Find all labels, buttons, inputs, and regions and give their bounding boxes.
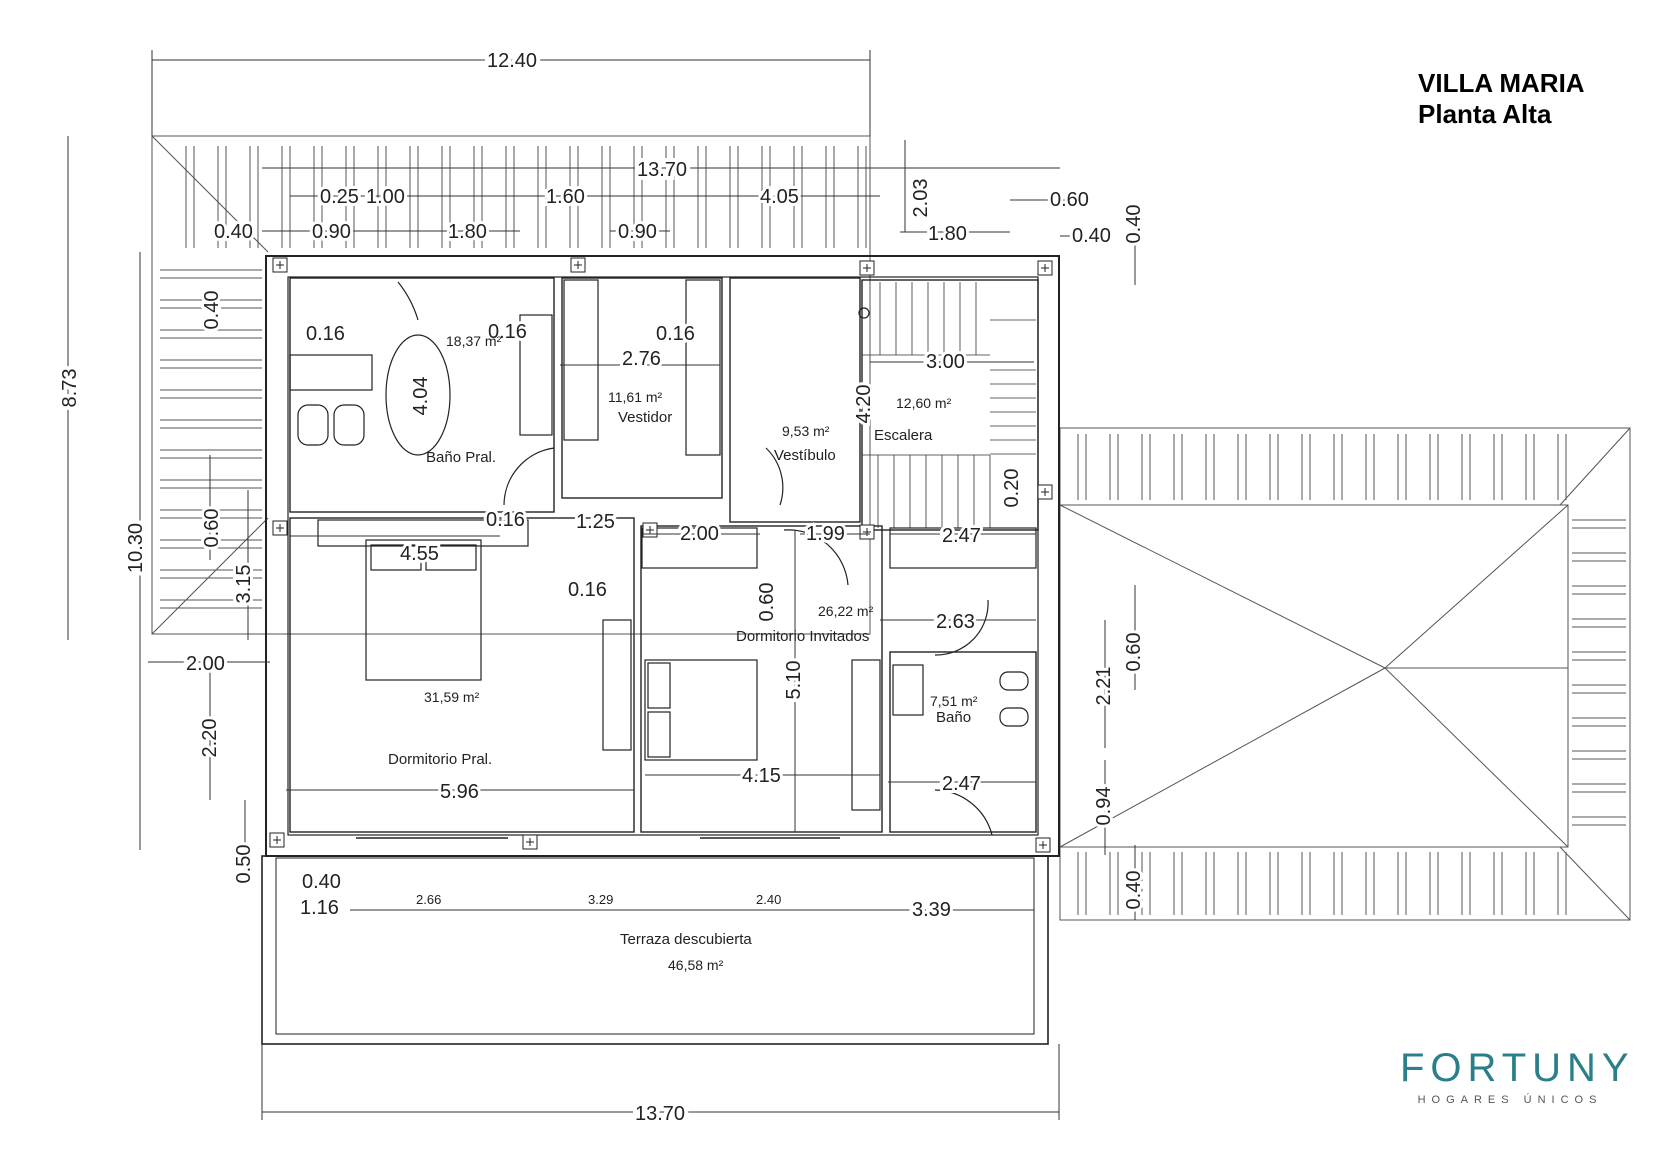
dim-315: 3.15 [233,565,255,604]
dim-415: 4.15 [742,765,781,787]
room-area-vestidor: 11,61 m² [608,389,663,405]
dim-596: 5.96 [440,781,479,803]
dim-016a: 0.16 [306,323,345,345]
dim-221: 2.21 [1093,667,1115,706]
dim-060-left: 0.60 [201,509,223,548]
terrace [261,837,1049,1045]
dim-016b: 0.16 [488,321,527,343]
dim-100: 1.00 [366,186,405,208]
dim-090b: 0.90 [618,221,657,243]
brand-tagline: HOGARES ÚNICOS [1417,1094,1603,1106]
fixtures [289,279,1037,836]
dim-263: 2.63 [936,611,975,633]
dim-329: 3.29 [588,892,613,907]
dim-339: 3.39 [912,899,951,921]
roof-right [1059,427,1631,921]
dim-420: 4.20 [853,385,875,424]
dim-203: 2.03 [910,179,932,218]
dim-060-right: 0.60 [1123,633,1145,672]
dim-016d: 0.16 [486,509,525,531]
dim-040-top: 0.40 [214,221,253,243]
dim-240: 2.40 [756,892,781,907]
dim-200-left: 2.00 [186,653,225,675]
room-area-terraza: 46,58 m² [668,957,724,973]
room-name-terraza: Terraza descubierta [620,931,752,948]
title-block: VILLA MARIA Planta Alta [1418,68,1585,130]
dim-300: 3.00 [926,351,965,373]
plan-level: Planta Alta [1418,99,1552,129]
dim-bottom-overall: 13.70 [635,1103,685,1125]
room-name-vestidor: Vestidor [618,409,672,426]
room-name-vestibulo: Vestíbulo [774,447,836,464]
room-area-bano: 7,51 m² [930,693,978,709]
dim-040-left: 0.40 [201,291,223,330]
brand-logo: FORTUNY HOGARES ÚNICOS [1400,1046,1635,1106]
room-name-bano-pral: Baño Pral. [426,449,496,466]
dim-160: 1.60 [546,186,585,208]
exterior-walls [265,255,1060,857]
dim-180b: 1.80 [928,223,967,245]
dim-016e: 0.16 [568,579,607,601]
brand-name: FORTUNY [1400,1046,1635,1090]
dim-404: 4.04 [410,377,432,416]
dim-040-bottom: 0.40 [302,871,341,893]
dim-060-mid: 0.60 [756,583,778,622]
room-area-bano-pral: 18,37 m² [446,333,502,349]
dim-020: 0.20 [1001,469,1023,508]
dim-090a: 0.90 [312,221,351,243]
dim-040-br: 0.40 [1123,871,1145,910]
dim-016c: 0.16 [656,323,695,345]
room-labels: 18,37 m² Baño Pral. 11,61 m² Vestidor 9,… [388,333,978,973]
dim-116: 1.16 [300,897,339,919]
dim-roof-width: 13.70 [637,159,687,181]
dimension-lines [67,50,1136,1120]
dim-050: 0.50 [233,845,255,884]
dim-510: 5.10 [783,661,805,700]
dim-040-right: 0.40 [1072,225,1111,247]
room-name-bano: Baño [936,709,971,726]
room-name-dormitorio-invitados: Dormitorio Invitados [736,628,869,645]
room-area-dormitorio-pral: 31,59 m² [424,689,480,705]
room-area-dormitorio-invitados: 26,22 m² [818,603,874,619]
dim-276: 2.76 [622,348,661,370]
dim-200a: 2.00 [680,523,719,545]
dim-094: 0.94 [1093,787,1115,826]
dim-040-vert-right: 0.40 [1123,205,1145,244]
dim-left-height-roof: 8.73 [59,369,81,408]
room-name-escalera: Escalera [874,427,933,444]
dim-125: 1.25 [576,511,615,533]
dim-left-height-total: 10.30 [125,523,147,573]
interior-walls [289,277,1039,833]
stairs [862,282,1036,528]
dim-405: 4.05 [760,186,799,208]
dim-060-top: 0.60 [1050,189,1089,211]
room-area-vestibulo: 9,53 m² [782,423,830,439]
dim-220: 2.20 [199,719,221,758]
roof-left [151,135,871,635]
room-name-dormitorio-pral: Dormitorio Pral. [388,751,492,768]
room-area-escalera: 12,60 m² [896,395,952,411]
dim-025: 0.25 [320,186,359,208]
dim-266: 2.66 [416,892,441,907]
dim-247b: 2.47 [942,773,981,795]
dim-247a: 2.47 [942,525,981,547]
dimension-labels: 12.40 13.70 13.70 8.73 10.30 0.25 1.00 1… [55,46,1148,1129]
dim-top-overall: 12.40 [487,50,537,72]
dim-455: 4.55 [400,543,439,565]
dim-180a: 1.80 [448,221,487,243]
dim-199: 1.99 [806,523,845,545]
project-title: VILLA MARIA [1418,68,1585,98]
